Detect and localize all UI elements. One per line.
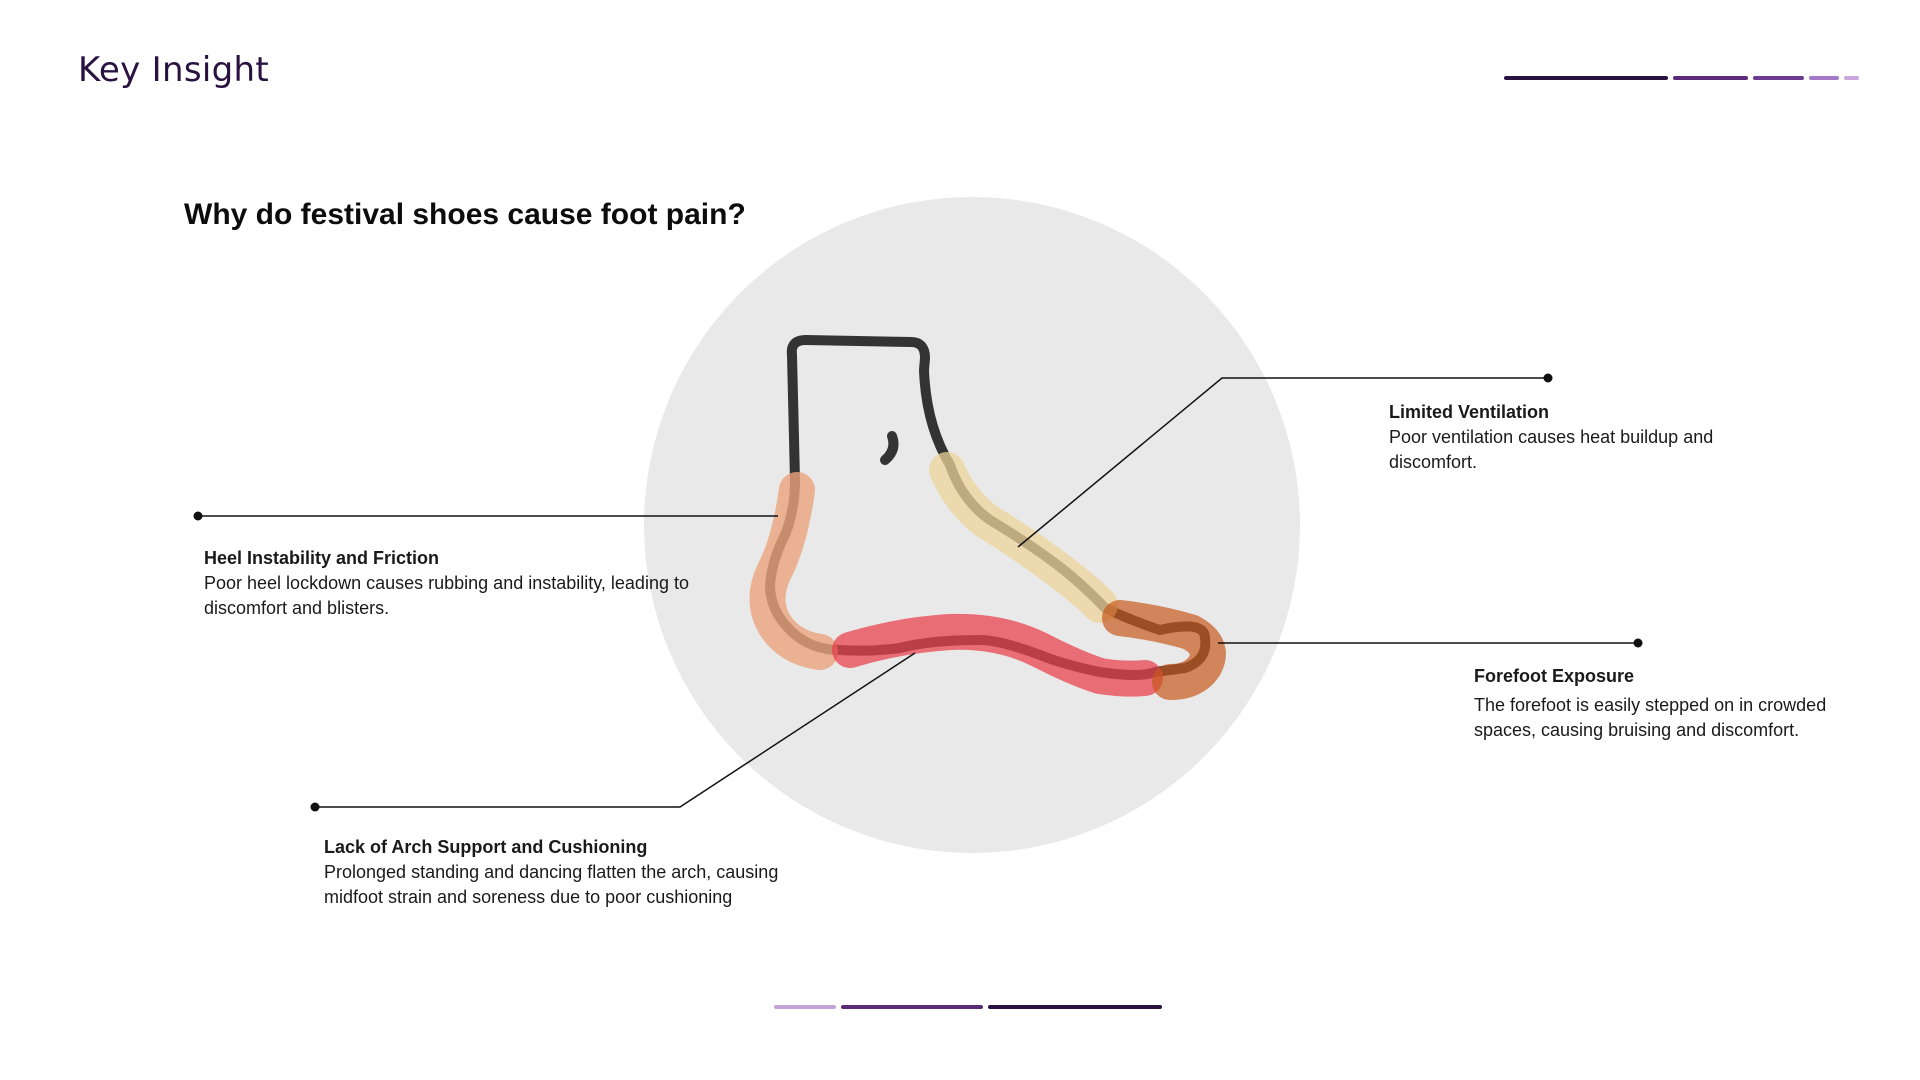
callout-heel: Heel Instability and Friction Poor heel … (204, 546, 704, 621)
ventilation-highlight (947, 470, 1100, 605)
footer-segment (988, 1005, 1162, 1009)
callout-description: Poor ventilation causes heat buildup and… (1389, 425, 1749, 475)
ankle-bone-icon (885, 436, 893, 460)
footer-segment (774, 1005, 836, 1009)
callout-description: Prolonged standing and dancing flatten t… (324, 860, 824, 910)
callout-ventilation: Limited Ventilation Poor ventilation cau… (1389, 400, 1749, 475)
arch-highlight (850, 632, 1145, 679)
callout-arch: Lack of Arch Support and Cushioning Prol… (324, 835, 824, 910)
callout-title: Limited Ventilation (1389, 400, 1749, 425)
footer-segment (841, 1005, 983, 1009)
callout-forefoot: Forefoot Exposure The forefoot is easily… (1474, 664, 1854, 743)
heel-highlight (768, 490, 821, 652)
arch-leader-dot (311, 803, 320, 812)
footer-indicator (774, 1005, 1167, 1009)
ventilation-leader-dot (1544, 374, 1553, 383)
forefoot-leader-dot (1634, 639, 1643, 648)
callout-title: Forefoot Exposure (1474, 664, 1854, 689)
callout-description: Poor heel lockdown causes rubbing and in… (204, 571, 704, 621)
callout-title: Heel Instability and Friction (204, 546, 704, 571)
callout-title: Lack of Arch Support and Cushioning (324, 835, 824, 860)
callout-description: The forefoot is easily stepped on in cro… (1474, 693, 1854, 743)
heel-leader-dot (194, 512, 203, 521)
arch-leader-line (315, 653, 915, 807)
